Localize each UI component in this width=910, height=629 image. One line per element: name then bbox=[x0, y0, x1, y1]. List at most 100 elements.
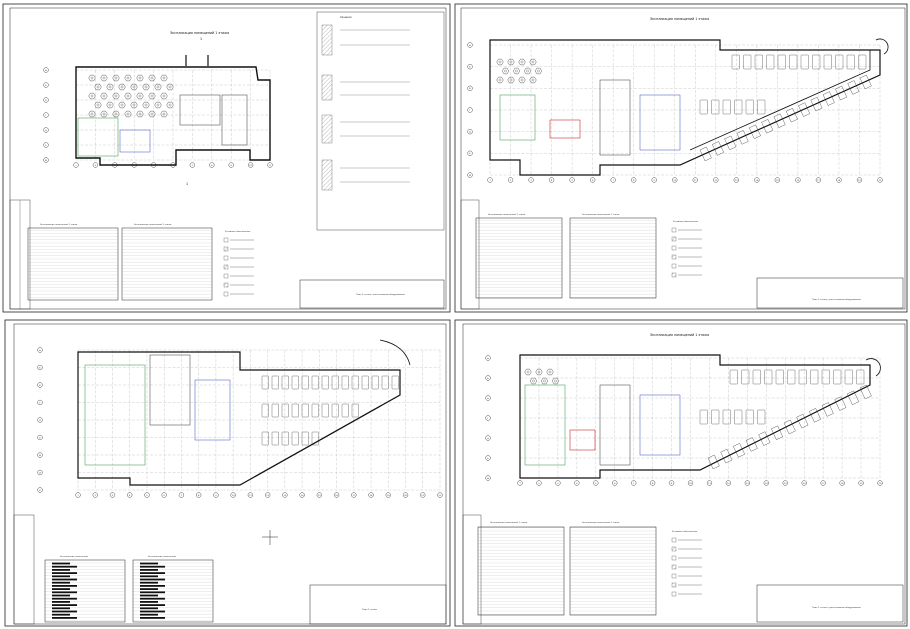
axis-bubble bbox=[385, 492, 391, 498]
axis-label: 13 bbox=[746, 483, 749, 485]
parking-stall bbox=[361, 375, 369, 390]
table-hex bbox=[130, 83, 138, 91]
kitchen-block bbox=[549, 119, 581, 139]
axis-bubble bbox=[43, 127, 49, 133]
table-cell-text bbox=[140, 607, 158, 610]
parking-stall bbox=[311, 403, 319, 418]
axis-bubble bbox=[228, 162, 234, 168]
table-hex bbox=[501, 67, 510, 75]
parking-stall bbox=[301, 375, 309, 390]
table-hex bbox=[124, 110, 132, 118]
parking-stall bbox=[341, 403, 349, 418]
parking-stall bbox=[809, 408, 821, 423]
axis-bubble bbox=[437, 492, 443, 498]
parking-stall bbox=[798, 369, 807, 385]
axis-bubble bbox=[528, 177, 534, 183]
parking-stall bbox=[722, 409, 731, 425]
table-cell-text bbox=[52, 578, 77, 581]
axis-label: 12 bbox=[727, 483, 730, 485]
table-title: Экспликация помещений 1 этажа bbox=[134, 223, 172, 226]
axis-label: 7 bbox=[612, 180, 614, 182]
table-hex bbox=[94, 101, 102, 109]
table-hex bbox=[142, 83, 150, 91]
axis-label: 17 bbox=[817, 180, 820, 182]
axis-label: 18 bbox=[370, 495, 373, 497]
axis-bubble bbox=[485, 435, 491, 441]
table-cell-text bbox=[140, 565, 165, 568]
parking-stall bbox=[291, 431, 299, 446]
table-hex bbox=[551, 377, 560, 385]
dining-tables bbox=[496, 58, 543, 84]
table-center bbox=[150, 112, 154, 116]
axis-bubble bbox=[672, 177, 678, 183]
parking-stall bbox=[736, 130, 749, 145]
parking-stall bbox=[707, 454, 720, 470]
axis-label: Б bbox=[39, 367, 41, 369]
wall-section bbox=[321, 114, 333, 144]
axis-label: 19 bbox=[860, 483, 863, 485]
table-center bbox=[114, 94, 118, 98]
parking-stall bbox=[834, 396, 847, 411]
table-cell-text bbox=[52, 601, 70, 603]
axis-label: 16 bbox=[797, 180, 800, 182]
title-block-text: План 1 этажа с расстановкой оборудования bbox=[812, 298, 861, 301]
axis-bubble bbox=[487, 177, 493, 183]
parking-stall bbox=[752, 369, 761, 385]
table-cell-text bbox=[140, 578, 165, 581]
parking-stall bbox=[856, 369, 865, 385]
axis-label: 1 bbox=[75, 165, 77, 167]
legend-swatch bbox=[671, 254, 677, 260]
parking-stall bbox=[381, 375, 389, 390]
axis-label: 4 bbox=[134, 165, 136, 167]
parking-stall bbox=[757, 409, 766, 425]
axis-label: 1 bbox=[489, 180, 491, 182]
table-center bbox=[162, 112, 166, 116]
parking-stall bbox=[844, 369, 853, 385]
legend-swatch bbox=[671, 591, 677, 597]
axis-label: 2 bbox=[95, 495, 97, 497]
table-hex bbox=[112, 74, 120, 82]
table-hex bbox=[166, 83, 174, 91]
axis-label: 5 bbox=[153, 165, 155, 167]
parking-stall bbox=[822, 91, 835, 106]
axis-label: Ж bbox=[487, 478, 490, 480]
axis-label: 14 bbox=[301, 495, 304, 497]
table-center bbox=[537, 69, 540, 73]
table-hex bbox=[535, 368, 543, 376]
axis-label: Г bbox=[487, 418, 489, 420]
room-schedule-table bbox=[569, 217, 657, 299]
legend-swatch bbox=[671, 236, 677, 242]
table-center bbox=[108, 103, 112, 107]
parking-stall bbox=[743, 54, 752, 70]
axis-label: 18 bbox=[838, 180, 841, 182]
axis-bubble bbox=[316, 492, 322, 498]
service-block bbox=[639, 394, 681, 456]
axis-label: 10 bbox=[673, 180, 676, 182]
axis-label: 9 bbox=[231, 165, 233, 167]
table-center bbox=[108, 85, 112, 89]
axis-bubble bbox=[351, 492, 357, 498]
axis-bubble bbox=[248, 162, 254, 168]
parking-stall bbox=[846, 54, 855, 70]
legend-swatch bbox=[223, 291, 229, 297]
restroom-block bbox=[499, 94, 536, 141]
axis-label: В bbox=[487, 398, 489, 400]
axis-label: 4 bbox=[551, 180, 553, 182]
room-schedule-table bbox=[477, 526, 565, 616]
stair-core bbox=[599, 79, 631, 156]
axis-bubble bbox=[555, 480, 561, 486]
parking-stall bbox=[301, 403, 309, 418]
axis-bubble bbox=[839, 480, 845, 486]
axis-label: 20 bbox=[879, 180, 882, 182]
table-hex bbox=[518, 76, 526, 84]
axis-bubble bbox=[815, 177, 822, 183]
restroom-block bbox=[77, 117, 119, 157]
table-cell-text bbox=[140, 604, 165, 606]
table-center bbox=[138, 76, 142, 80]
table-hex bbox=[88, 110, 96, 118]
table-hex bbox=[524, 368, 532, 376]
table-center bbox=[138, 94, 142, 98]
table-hex bbox=[100, 110, 108, 118]
axis-label: 12 bbox=[714, 180, 717, 182]
